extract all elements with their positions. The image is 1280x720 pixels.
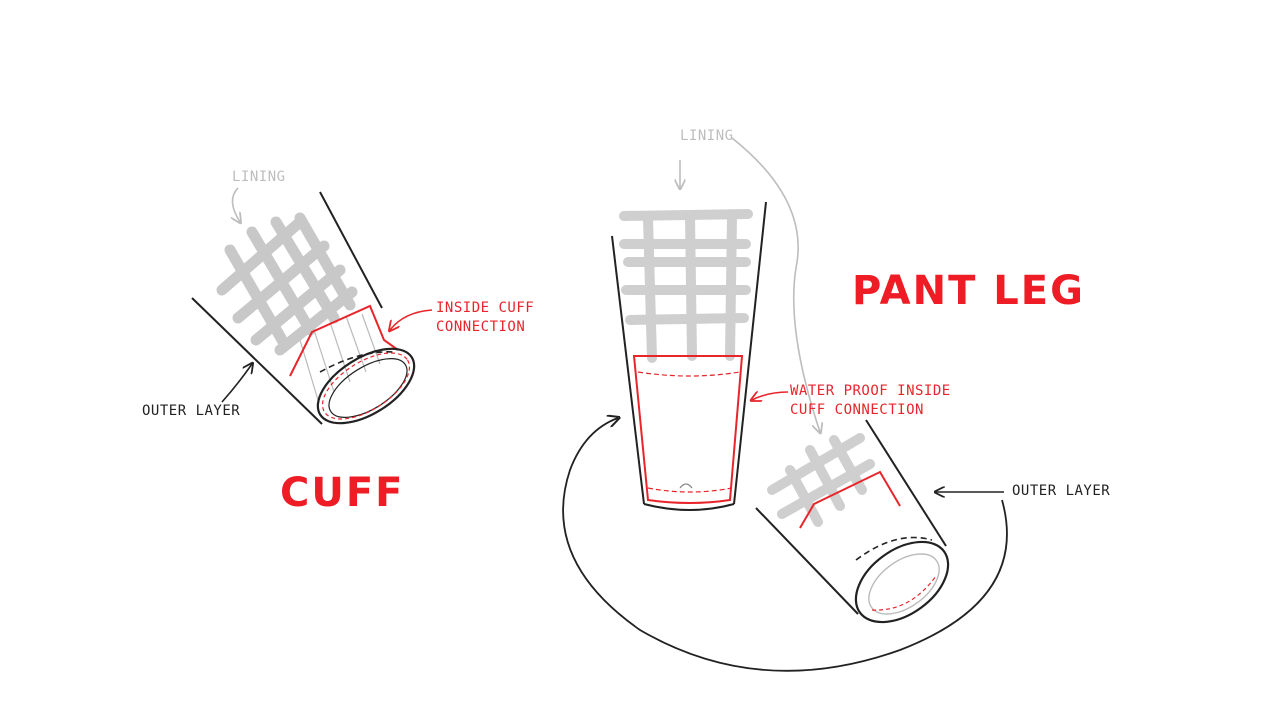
cuff-connection-label: INSIDE CUFF CONNECTION (436, 299, 534, 337)
pant-cuff-outer-top (865, 419, 947, 547)
pant-outer-layer-label: OUTER LAYER (1012, 483, 1111, 499)
pant-lining-to-cuff-arrow (731, 137, 820, 432)
pant-waterproof-label-line2: CUFF CONNECTION (790, 401, 924, 418)
cuff-outer-line-bottom (191, 297, 323, 425)
pant-cuff-lining-grid (767, 433, 875, 527)
pant-cuff-sketch (755, 419, 950, 624)
pant-cuff-opening-inner (868, 553, 940, 615)
pant-lining-label: LINING (680, 128, 734, 144)
cuff-connection-arrow (390, 309, 433, 330)
cuff-outer-layer-label: OUTER LAYER (142, 403, 241, 419)
pant-leg-outer-left (611, 235, 645, 505)
pant-waterproof-arrow (752, 392, 789, 400)
pant-cuff-outer-bottom (755, 507, 859, 615)
pant-leg-lining-grid (619, 209, 753, 363)
pant-leg-connection-outline (632, 355, 744, 504)
cuff-outer-layer-arrow (221, 364, 252, 403)
pant-leg-title: PANT LEG (852, 268, 1085, 314)
pant-leg-outer-right (733, 201, 767, 505)
cuff-opening-outer (316, 347, 416, 425)
cuff-lining-grid (216, 212, 358, 356)
cuff-title: CUFF (280, 470, 405, 516)
cuff-connection-label-line1: INSIDE CUFF (436, 300, 535, 316)
pant-leg-sketch (611, 201, 767, 511)
cuff-connection-label-line2: CONNECTION (436, 318, 526, 335)
cuff-lining-label: LINING (232, 169, 286, 185)
cuff-outer-line-top (319, 191, 383, 309)
cuff-connection-outline (289, 304, 399, 377)
cuff-sketch (191, 191, 416, 425)
pant-waterproof-label-line1: WATER PROOF INSIDE (790, 383, 951, 399)
pant-leg-hem (643, 503, 735, 511)
pant-cuff-connection-outline (799, 470, 901, 529)
pant-cuff-opening-outer (854, 540, 950, 624)
pant-roll-up-arrow (562, 418, 1008, 672)
pant-waterproof-label: WATER PROOF INSIDE CUFF CONNECTION (790, 382, 951, 420)
cuff-lining-arrow (232, 187, 240, 222)
